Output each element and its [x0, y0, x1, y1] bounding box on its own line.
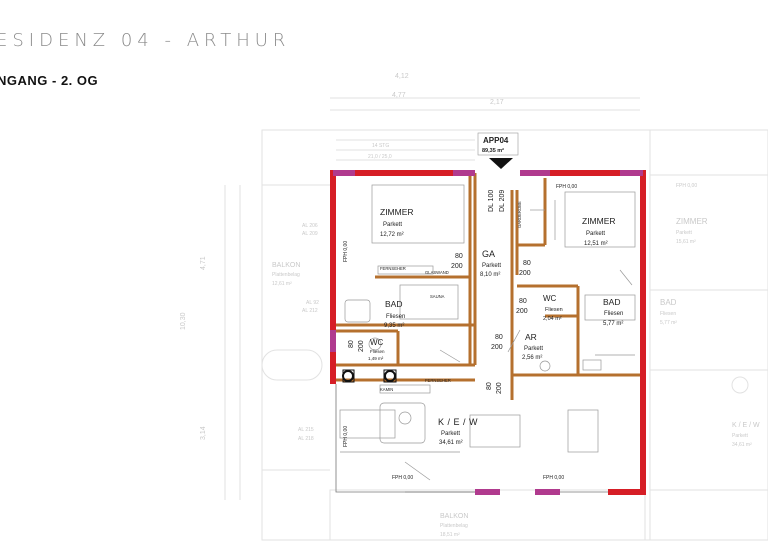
zimmer-1-name: ZIMMER — [380, 207, 414, 217]
ghost-balkon-bottom: BALKON — [440, 513, 468, 520]
window-accents — [330, 170, 643, 495]
ghost-dim-top2: 4,12 — [395, 73, 409, 80]
ghost-al3: AL 92 — [306, 300, 319, 306]
ar-floor: Parkett — [524, 346, 543, 352]
garderobe-label: GARDEROBE — [517, 201, 522, 228]
interior-walls — [336, 173, 640, 400]
fernseher-label-1: FERNSEHER — [380, 266, 406, 271]
furniture — [339, 184, 636, 481]
door-b-width: 80 — [523, 260, 531, 267]
glaswand-label: GLASWAND — [425, 270, 449, 275]
ghost-stg-dim: 21,0 / 25,0 — [368, 154, 392, 160]
ghost-balkon-left-floor: Plattenbelag — [272, 272, 300, 278]
ghost-balkon-left: BALKON — [272, 262, 300, 269]
zimmer-1-floor: Parkett — [383, 222, 402, 228]
bad-1-area: 9,35 m² — [384, 323, 404, 329]
ghost-bad-right: BAD — [660, 298, 677, 307]
bad-1-name: BAD — [385, 299, 402, 309]
ghost-dim-top1: 4,77 — [392, 92, 406, 99]
ghost-kew-right-area: 34,61 m² — [732, 442, 752, 448]
door-d-width: 80 — [495, 334, 503, 341]
door-e-width: 80 — [348, 340, 355, 348]
ghost-labels: BALKON Plattenbelag 12,61 m² BALKON Plat… — [180, 73, 760, 538]
door-b-height: 200 — [519, 270, 531, 277]
ar-area: 2,56 m² — [522, 355, 542, 361]
dl-209-label: DL 209 — [499, 190, 506, 212]
ghost-balkon-bottom-area: 18,51 m² — [440, 532, 460, 538]
door-f-height: 200 — [496, 382, 503, 394]
dl-100-label: DL 100 — [488, 190, 495, 212]
ghost-bad-right-floor: Fliesen — [660, 311, 676, 317]
fph-bottom-1: FPH 0,00 — [392, 475, 413, 481]
door-a-width: 80 — [455, 253, 463, 260]
fph-top-right: FPH 0,00 — [556, 184, 577, 190]
zimmer-1-area: 12,72 m² — [380, 232, 404, 238]
kew-floor: Parkett — [441, 431, 460, 437]
ghost-al1: AL 206 — [302, 223, 318, 229]
ghost-balkon-left-area: 12,61 m² — [272, 281, 292, 287]
ghost-fph: FPH 0,00 — [676, 183, 697, 189]
ga-area: 8,10 m² — [480, 272, 500, 278]
apartment-area: 89,35 m² — [482, 147, 504, 154]
door-c-height: 200 — [516, 308, 528, 315]
ghost-kew-right: K / E / W — [732, 422, 760, 429]
wc-1-floor: Fliesen — [370, 349, 385, 354]
door-f-width: 80 — [486, 382, 493, 390]
room-labels: ZIMMER Parkett 12,72 m² ZIMMER Parkett 1… — [368, 207, 623, 446]
fph-left-top: FPH 0,00 — [343, 241, 349, 262]
kew-area: 34,61 m² — [439, 440, 463, 446]
ghost-al4: AL 212 — [302, 308, 318, 314]
fph-left-bottom: FPH 0,00 — [343, 426, 349, 447]
ghost-dim-left3: 10,30 — [180, 312, 187, 330]
entrance-arrow-icon — [489, 158, 513, 169]
door-c-width: 80 — [519, 298, 527, 305]
bad-2-floor: Fliesen — [604, 311, 623, 317]
fernseher-label-2: FERNSEHER — [425, 378, 451, 383]
ar-name: AR — [525, 332, 537, 342]
ga-name: GA — [482, 249, 495, 259]
ghost-dim-left1: 4,71 — [200, 256, 207, 270]
wc-1-area: 1,49 m² — [368, 356, 384, 361]
ghost-al2: AL 209 — [302, 231, 318, 237]
zimmer-2-area: 12,51 m² — [584, 241, 608, 247]
apartment-tag: APP04 89,35 m² — [477, 132, 519, 169]
ga-floor: Parkett — [482, 263, 501, 269]
ghost-zimmer-right-area: 15,61 m² — [676, 239, 696, 245]
zimmer-2-floor: Parkett — [586, 231, 605, 237]
door-labels: 80 200 80 200 80 200 80 200 80 200 80 20… — [348, 253, 531, 394]
wc-1-name: WC — [370, 338, 384, 347]
ghost-kew-right-floor: Parkett — [732, 433, 748, 439]
lower-outline — [335, 384, 608, 493]
door-e-height: 200 — [358, 340, 365, 352]
ghost-stg: 14 STG — [372, 143, 389, 149]
bad-2-area: 5,77 m² — [603, 321, 623, 327]
wc-2-name: WC — [543, 294, 557, 303]
ghost-dim-left2: 3,14 — [200, 426, 207, 440]
ghost-al6: AL 218 — [298, 436, 314, 442]
floor-subtitle: NGANG - 2. OG — [0, 73, 99, 88]
ghost-bad-right-area: 5,77 m² — [660, 320, 677, 326]
wc-2-area: 2,04 m² — [543, 316, 562, 322]
zimmer-2-name: ZIMMER — [582, 216, 616, 226]
bad-1-floor: Fliesen — [386, 314, 405, 320]
ghost-background — [224, 97, 768, 541]
misc-labels: FERNSEHER GLASWAND SAUNA KAMIN FERNSEHER… — [343, 184, 577, 481]
door-a-height: 200 — [451, 263, 463, 270]
ghost-zimmer-right: ZIMMER — [676, 217, 708, 226]
ghost-zimmer-right-floor: Parkett — [676, 230, 692, 236]
bad-2-name: BAD — [603, 297, 620, 307]
kamin-label: KAMIN — [380, 387, 393, 392]
door-d-height: 200 — [491, 344, 503, 351]
ghost-dim-top3: 2,17 — [490, 99, 504, 106]
sauna-label: SAUNA — [430, 294, 445, 299]
page-title: ESIDENZ 04 - ARTHUR — [0, 30, 291, 51]
wc-2-floor: Fliesen — [545, 307, 563, 313]
ghost-al5: AL 215 — [298, 427, 314, 433]
ghost-balkon-bottom-floor: Plattenbelag — [440, 523, 468, 529]
fph-bottom-2: FPH 0,00 — [543, 475, 564, 481]
apartment-name: APP04 — [483, 136, 509, 145]
kew-name: K / E / W — [438, 417, 478, 427]
